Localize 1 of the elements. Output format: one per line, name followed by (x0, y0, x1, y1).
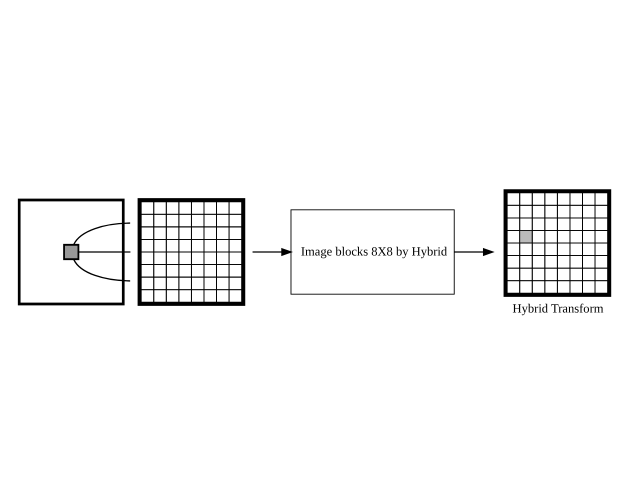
node-label: Hybrid Transform (512, 301, 604, 316)
